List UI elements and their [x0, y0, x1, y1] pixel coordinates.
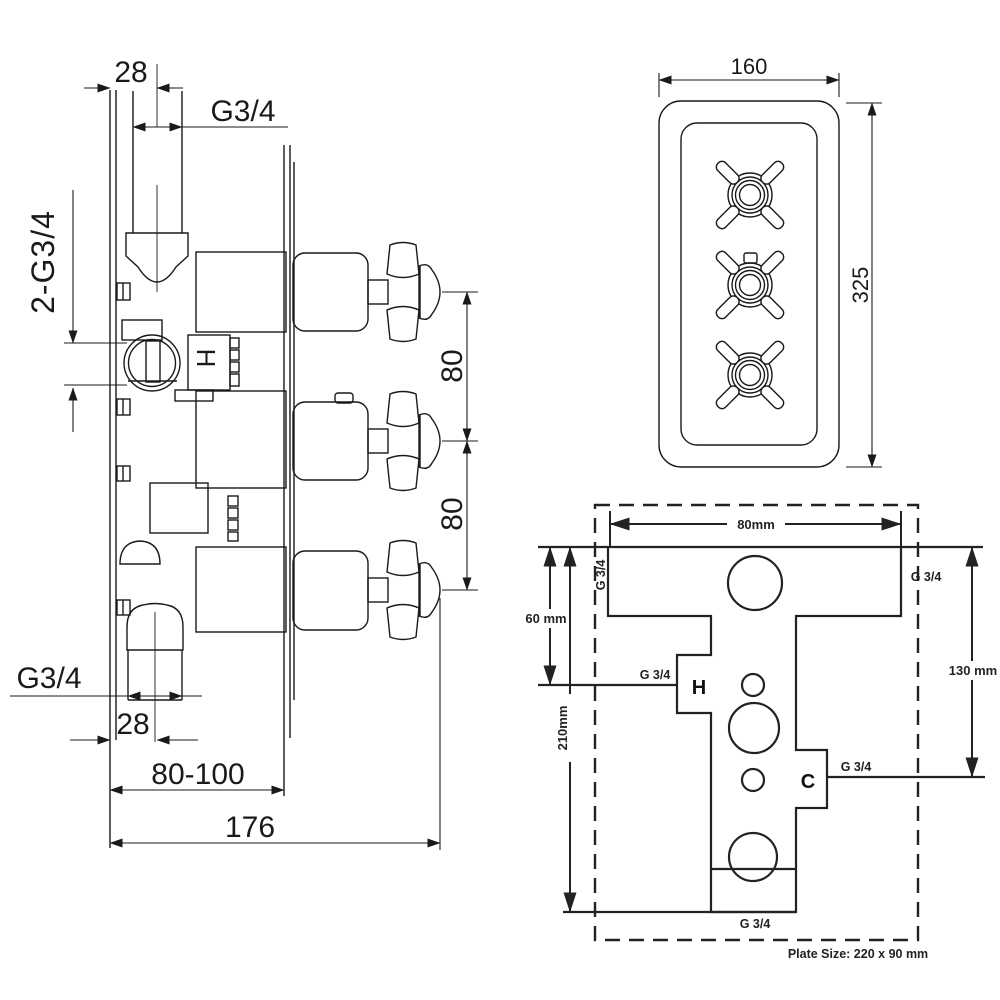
dim-outlet-thread: G3/4	[16, 662, 81, 695]
cross-handle-top	[715, 160, 785, 230]
template-dimensions: 80mm 60 mm 210mm 130 mm	[518, 511, 1000, 913]
dim-plate-width: 160	[731, 54, 768, 79]
hot-marker-template: H	[692, 677, 706, 699]
dim-cold-offset: 130 mm	[949, 663, 997, 678]
dim-depth-range: 80-100	[151, 758, 244, 791]
hot-marker-side: H	[191, 349, 221, 368]
dim-spacing-upper: 80	[436, 349, 469, 382]
dim-plate-height: 325	[848, 267, 873, 304]
dim-upper-offset: 60 mm	[525, 611, 566, 626]
front-dimensions: 160 325	[658, 54, 882, 468]
thread-label-cold: G 3/4	[841, 760, 872, 774]
faceplate-outer	[658, 100, 840, 468]
template-view: 80mm 60 mm 210mm 130 mm G 3/4 G 3/4 G 3/…	[518, 503, 1000, 961]
front-view: 160 325	[658, 54, 882, 468]
dim-overall-height: 210mm	[555, 706, 570, 751]
cartridge-ribs-upper	[229, 337, 240, 387]
wall-bolts	[116, 282, 131, 616]
thread-label-hot: G 3/4	[640, 668, 671, 682]
template-holes	[726, 554, 784, 883]
template-labels: G 3/4 G 3/4 G 3/4 G 3/4 G 3/4 H C Plate …	[594, 560, 941, 961]
thread-label-top-left: G 3/4	[594, 560, 608, 591]
faceplate-inner	[680, 122, 818, 446]
template-dashed-border	[593, 503, 920, 942]
side-dimensions: 28 G3/4 2-G3/4 80 80 G3/4	[10, 56, 478, 850]
thread-label-top-right: G 3/4	[911, 570, 942, 584]
dim-dual-inlet: 2-G3/4	[25, 210, 61, 314]
template-body-outline	[606, 547, 903, 914]
top-valve-unit	[195, 241, 441, 343]
cross-handle-middle	[715, 250, 785, 320]
dim-top-thread: G3/4	[210, 95, 275, 128]
thread-label-bottom: G 3/4	[740, 917, 771, 931]
top-inlet-pipe	[125, 64, 189, 292]
wall-plate	[109, 90, 117, 848]
dim-outlet-offset: 28	[116, 708, 149, 741]
faceplate-edge	[283, 145, 295, 796]
cold-marker-template: C	[801, 771, 815, 793]
side-view: H	[10, 56, 478, 850]
dim-spacing-lower: 80	[436, 497, 469, 530]
cross-handle-bottom	[715, 340, 785, 410]
dim-template-width: 80mm	[737, 517, 775, 532]
cartridge-ribs-lower	[227, 495, 239, 542]
dim-top-offset: 28	[114, 56, 147, 89]
plate-size-note: Plate Size: 220 x 90 mm	[788, 947, 928, 961]
middle-valve-unit: H	[121, 319, 441, 492]
bottom-valve-unit	[119, 482, 441, 742]
dim-overall-depth: 176	[225, 811, 275, 844]
